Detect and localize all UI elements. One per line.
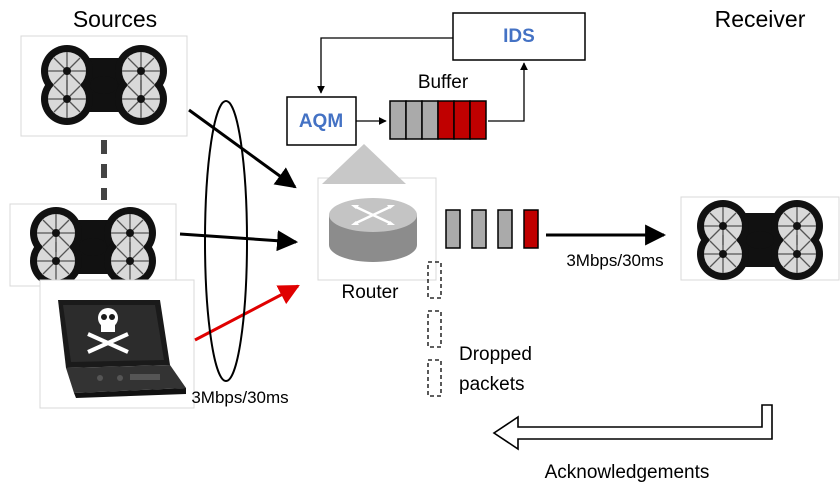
router-uplink-arrow xyxy=(322,144,406,184)
sources-title: Sources xyxy=(73,6,157,32)
dropped-packet xyxy=(427,261,442,299)
buffer-to-ids-arrow xyxy=(488,62,528,122)
source2-to-router-arrow xyxy=(179,230,299,252)
dropped-packets xyxy=(427,261,442,397)
buffer-packet xyxy=(421,100,439,140)
router-node: Router xyxy=(317,144,437,303)
hacked-laptop-skull-icon xyxy=(58,300,186,398)
buffer-label: Buffer xyxy=(418,72,469,93)
attacker-to-router-arrow xyxy=(194,284,300,342)
acknowledgements-label: Acknowledgements xyxy=(545,462,710,483)
dropped-packet xyxy=(427,310,442,348)
buffer-packet xyxy=(437,100,455,140)
dropped-label-line2: packets xyxy=(459,374,524,395)
source-drone-2 xyxy=(9,203,177,288)
output-packet xyxy=(523,209,539,249)
receiver-drone xyxy=(680,196,840,281)
router-label: Router xyxy=(341,282,399,303)
output-link-label: 3Mbps/30ms xyxy=(566,251,663,270)
acknowledgement-arrow xyxy=(492,404,773,451)
attacker-laptop xyxy=(39,279,195,409)
dropped-label-line1: Dropped xyxy=(459,344,532,365)
output-packet xyxy=(445,209,461,249)
aqm-label: AQM xyxy=(299,111,343,132)
source-drone-1 xyxy=(20,35,188,137)
buffer-packet xyxy=(469,100,487,140)
receiver-title: Receiver xyxy=(715,6,806,32)
buffer-packet xyxy=(453,100,471,140)
output-packet xyxy=(497,209,513,249)
output-queue xyxy=(445,209,539,249)
buffer-packet xyxy=(389,100,407,140)
bottleneck-link-ellipse xyxy=(204,100,248,382)
output-packet xyxy=(471,209,487,249)
buffer-packet xyxy=(405,100,423,140)
input-link-label: 3Mbps/30ms xyxy=(191,388,288,407)
router-icon xyxy=(329,198,417,262)
buffer-queue xyxy=(389,100,487,140)
ids-label: IDS xyxy=(503,26,535,47)
ids-box xyxy=(452,12,586,61)
ids-to-aqm-arrow xyxy=(317,37,453,94)
dropped-packet xyxy=(427,359,442,397)
